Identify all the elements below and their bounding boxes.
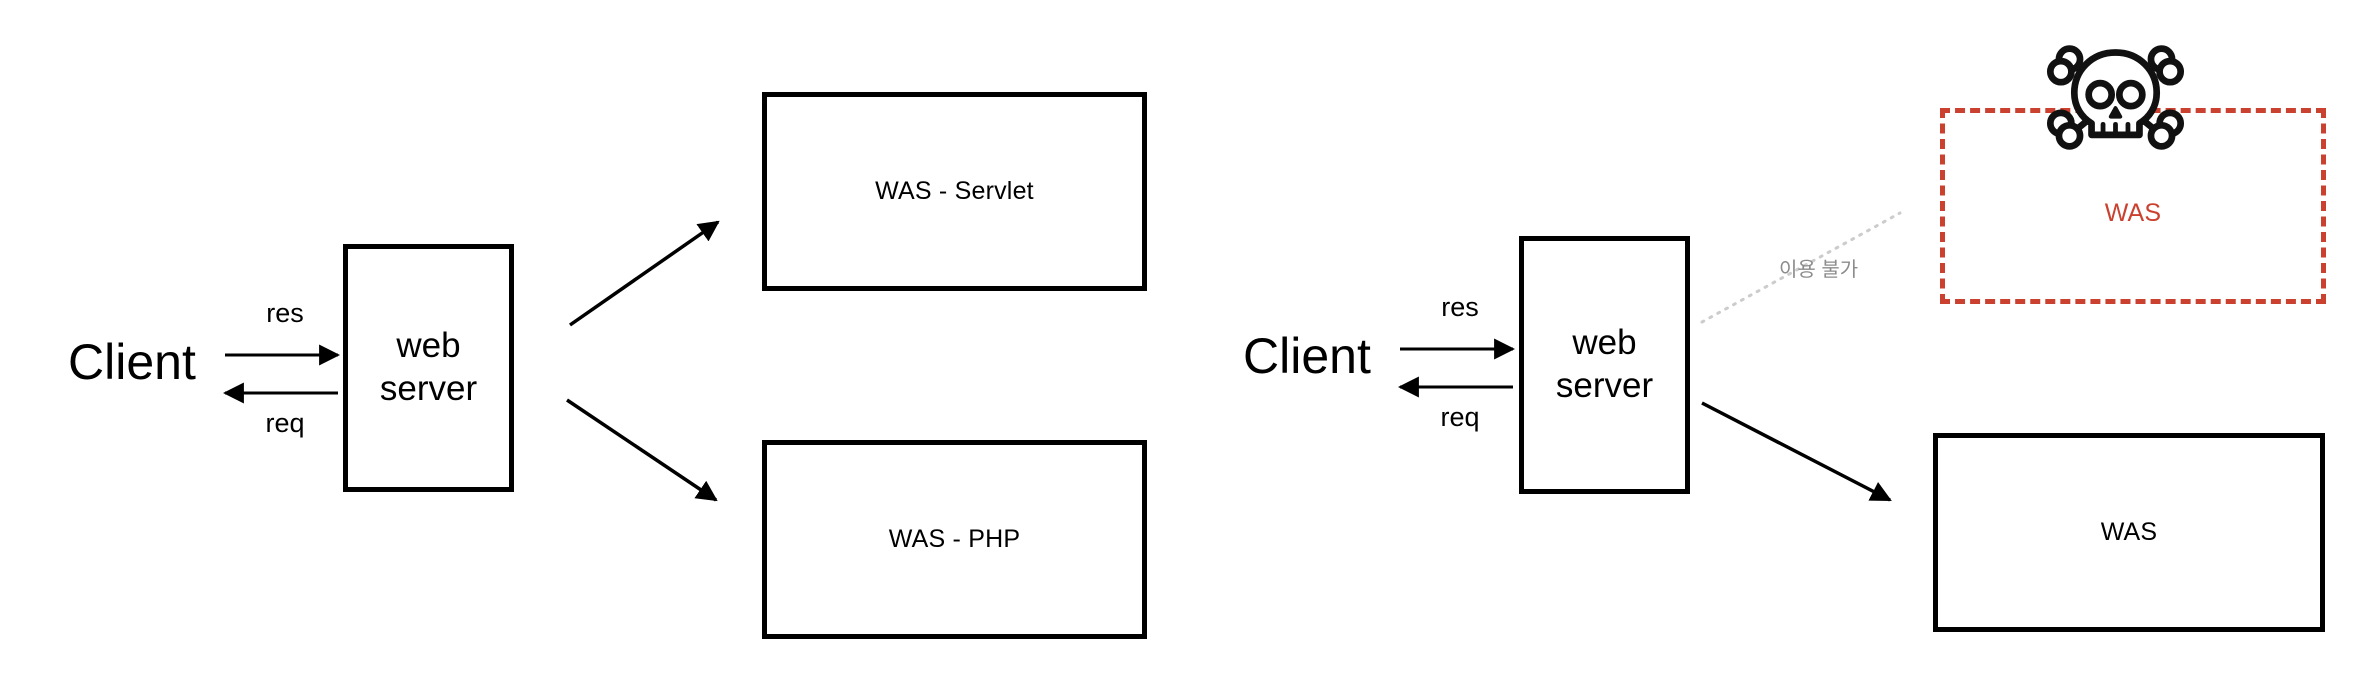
was-up-label: WAS (2100, 517, 2158, 546)
edge-webserver-to-was-servlet (569, 220, 720, 327)
was-servlet-box[interactable]: WAS - Servlet (762, 92, 1147, 291)
unavailable-note-label: 이용 불가 (1779, 259, 1859, 281)
edge-label-res-left: res (266, 298, 304, 328)
was-php-label: WAS - PHP (888, 524, 1021, 553)
web-server-box-right[interactable]: web server (1519, 236, 1690, 494)
edge-label-req-left: req (265, 408, 305, 438)
edge-label-res-right: res (1441, 292, 1479, 322)
was-servlet-label: WAS - Servlet (875, 176, 1034, 205)
edge-webserver-to-was-php (566, 398, 718, 502)
was-up-box[interactable]: WAS (1933, 433, 2325, 632)
client-label-right: Client (1243, 328, 1371, 384)
was-php-box[interactable]: WAS - PHP (762, 440, 1147, 639)
web-server-box-left[interactable]: web server (343, 244, 514, 492)
edge-label-req-right: req (1440, 402, 1480, 432)
edge-webserver-to-was-up (1701, 401, 1892, 502)
client-label-left: Client (68, 334, 196, 390)
was-down-box[interactable]: WAS (1940, 108, 2326, 304)
web-server-label-left: web server (379, 326, 478, 408)
was-down-label: WAS (2104, 199, 2162, 228)
web-server-label-right: web server (1555, 323, 1654, 405)
